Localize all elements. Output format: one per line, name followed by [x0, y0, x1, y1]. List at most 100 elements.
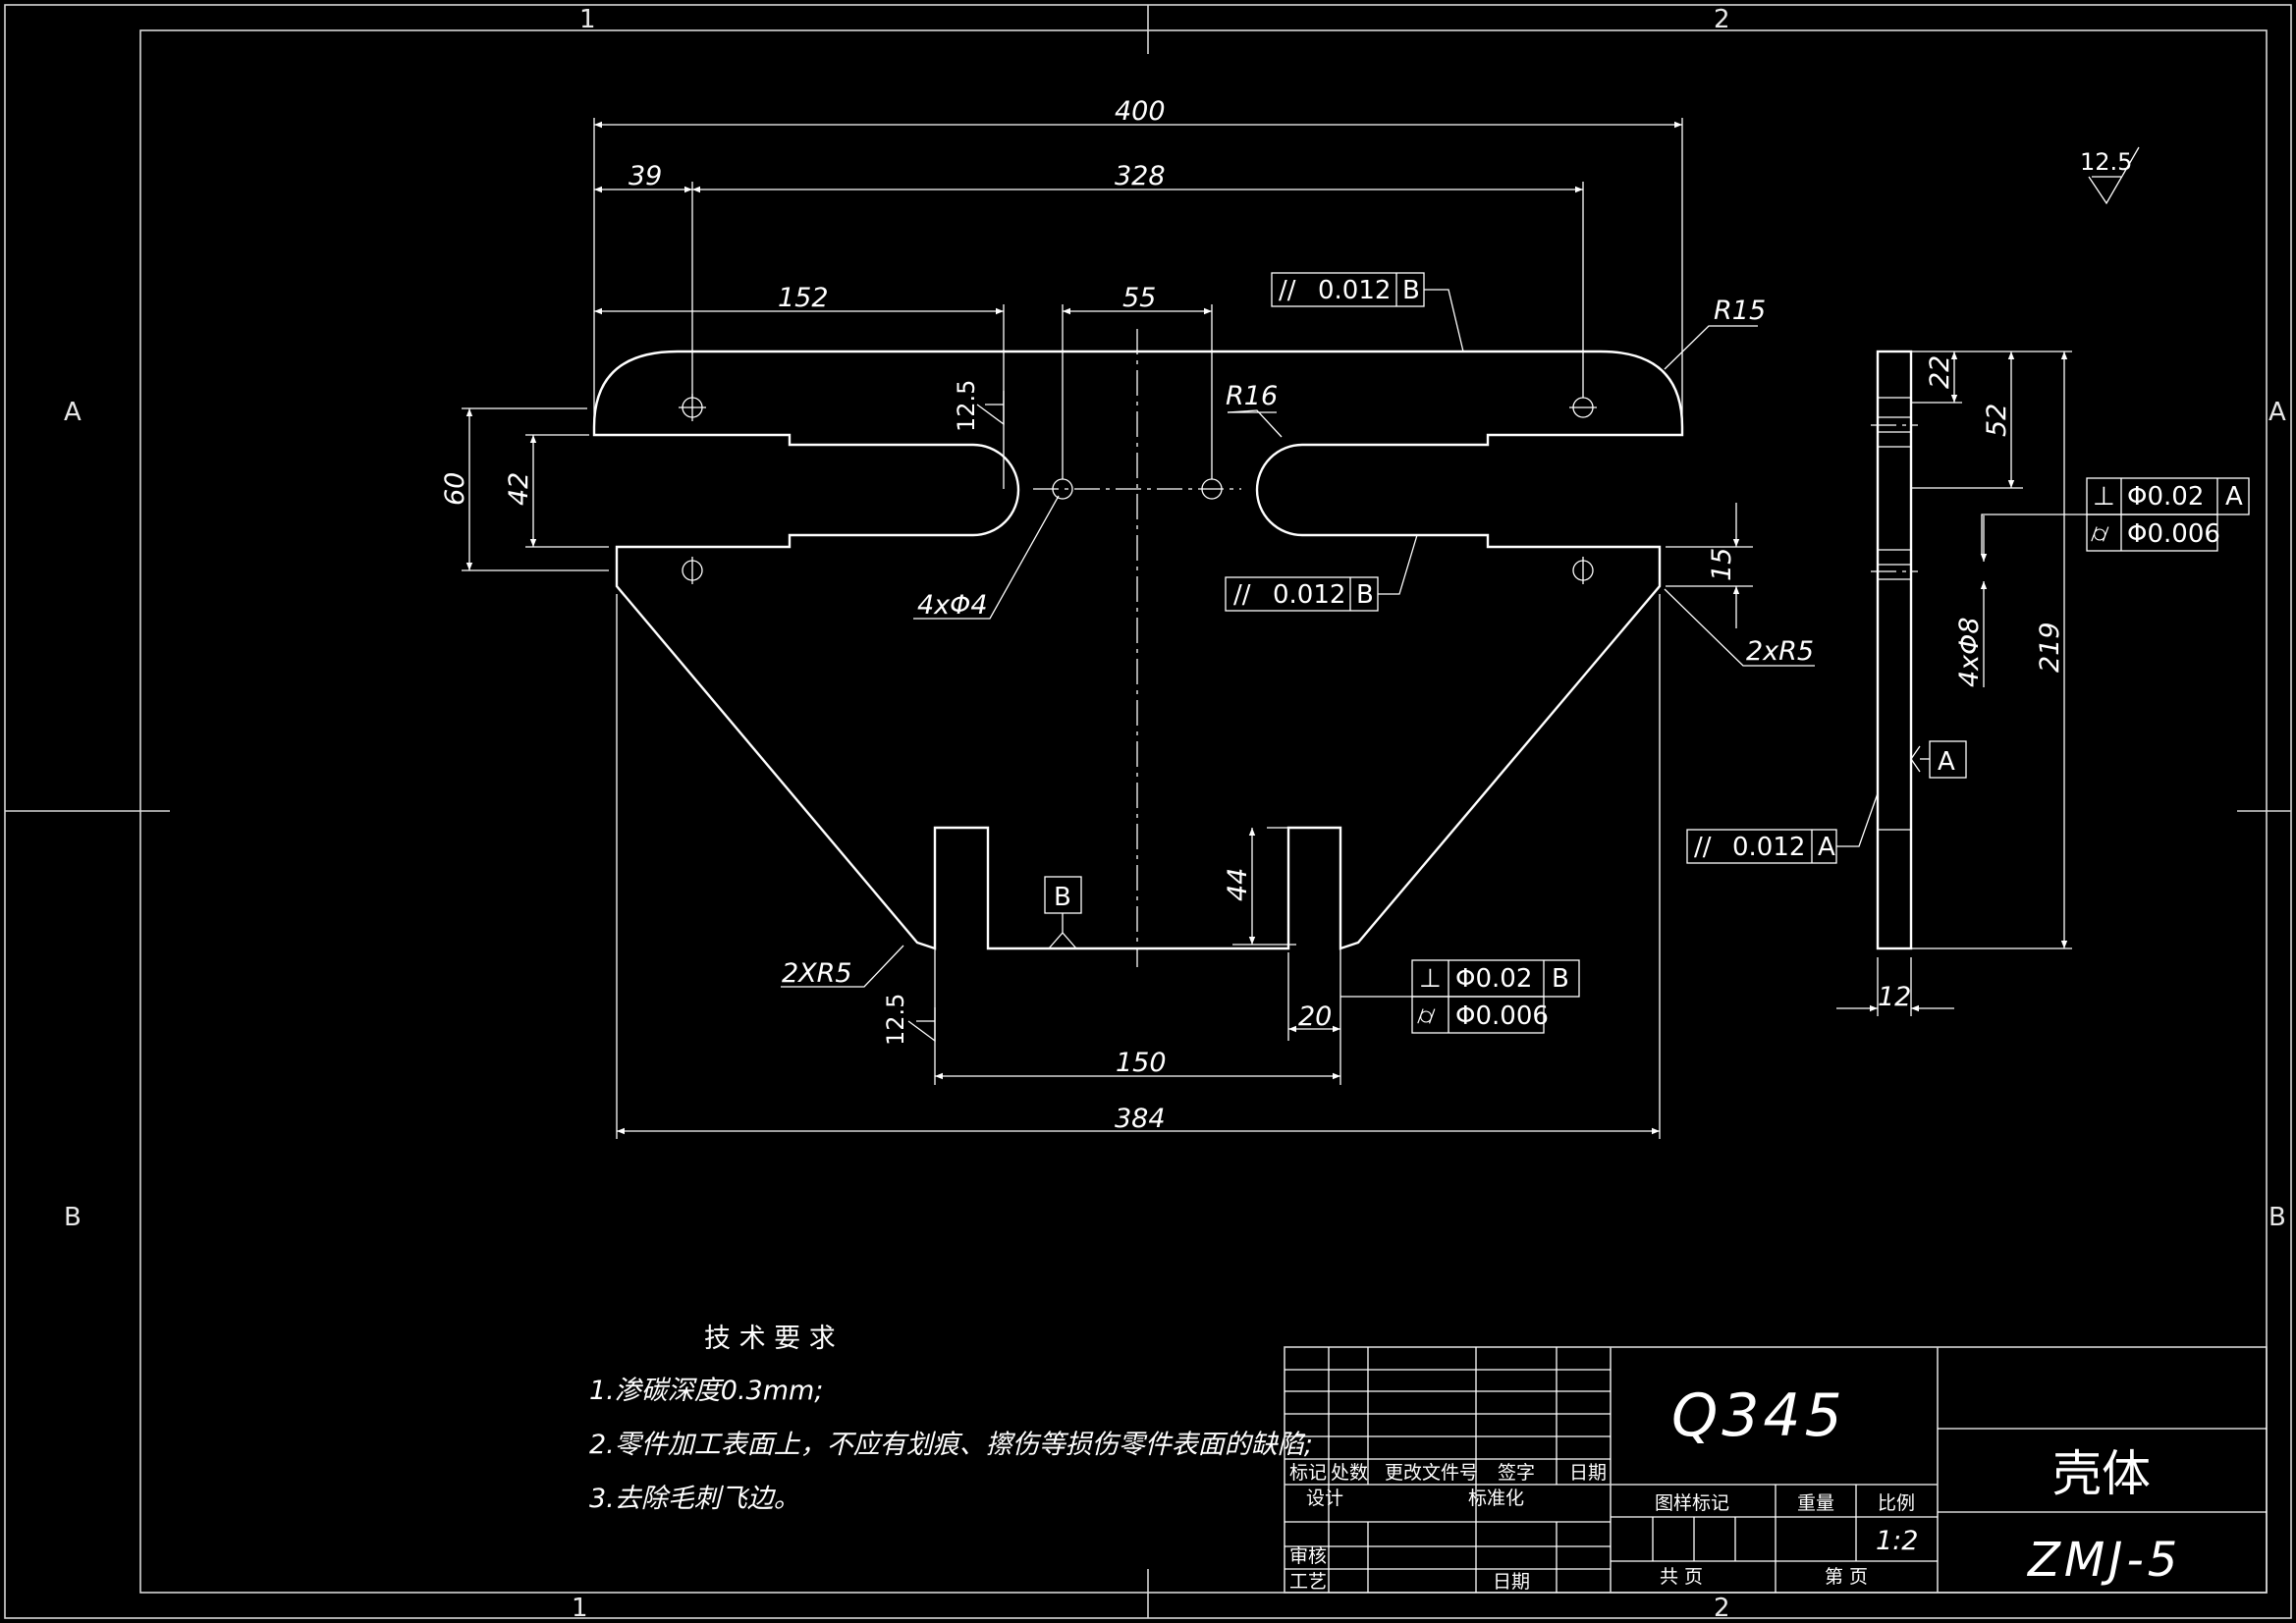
dim-400: 400	[1115, 96, 1166, 127]
callout-4x-d4: 4xΦ4	[917, 590, 988, 621]
callout-2xr5-left: 2XR5	[782, 958, 852, 989]
dim-328: 328	[1115, 161, 1166, 191]
side-outline	[1876, 350, 1913, 950]
tb-label: 标准化	[1468, 1488, 1524, 1509]
dim-42: 42	[504, 472, 534, 506]
tb-label: 比例	[1878, 1492, 1915, 1514]
dim-55: 55	[1122, 283, 1156, 313]
gdt-symbol: ⌭	[2091, 519, 2109, 549]
side-view: 22 52 219 4xΦ8 12 ⊥ Φ0.02 A ⌭ Φ0.006 A	[1686, 350, 2250, 1016]
dim-60: 60	[440, 472, 470, 506]
zone-label: A	[2269, 398, 2286, 427]
roughness-mark: 12.5	[882, 994, 936, 1046]
part-outline	[592, 350, 1684, 950]
tb-label: 标记	[1289, 1462, 1327, 1484]
tb-label: 第 页	[1825, 1566, 1868, 1588]
dim-384: 384	[1115, 1104, 1166, 1134]
tech-title: 技 术 要 求	[704, 1324, 836, 1354]
tech-item: 1.渗碳深度0.3mm;	[589, 1376, 823, 1406]
tb-label: 更改文件号	[1385, 1462, 1478, 1484]
front-view: 400 39 328 152 55 60 42 15 44 20 150 384…	[440, 96, 1815, 1139]
dim-152: 152	[778, 283, 829, 313]
gdt-datum: B	[1402, 276, 1420, 305]
dim-4x-d8: 4xΦ8	[1954, 617, 1985, 687]
gdt-datum: B	[1552, 964, 1569, 994]
tb-label: 审核	[1289, 1545, 1327, 1567]
tb-label: 工艺	[1289, 1571, 1327, 1593]
datum-b: B	[1044, 876, 1082, 949]
dim-12: 12	[1878, 982, 1911, 1012]
callout-2xr5: 2xR5	[1746, 636, 1814, 667]
dim-150: 150	[1116, 1048, 1167, 1078]
drawing-frame: 1 2 1 2 A B A B	[4, 4, 2292, 1623]
tech-requirements: 技 术 要 求 1.渗碳深度0.3mm; 2.零件加工表面上，不应有划痕、擦伤等…	[589, 1324, 1313, 1514]
gdt-value: 0.012	[1273, 580, 1345, 610]
roughness-mark: 12.5	[953, 380, 1005, 432]
tb-label: 签字	[1498, 1462, 1535, 1484]
tech-item: 3.去除毛刺飞边。	[589, 1484, 800, 1514]
datum-letter: B	[1054, 883, 1071, 912]
zone-label: 2	[1714, 5, 1730, 34]
roughness-value: 12.5	[2080, 148, 2132, 176]
gdt-leg: ⊥ Φ0.02 B ⌭ Φ0.006	[1340, 959, 1580, 1034]
tb-label: 日期	[1569, 1462, 1607, 1484]
scale-value: 1:2	[1876, 1526, 1918, 1556]
leader-2xr5	[1664, 588, 1815, 667]
gdt-symbol: ⊥	[2093, 482, 2115, 512]
general-roughness: 12.5	[2080, 146, 2140, 205]
gdt-datum: A	[2225, 482, 2243, 512]
callout-r15: R15	[1714, 296, 1766, 326]
gdt-value: 0.012	[1318, 276, 1391, 305]
tb-label: 共 页	[1660, 1566, 1703, 1588]
zone-label: 1	[572, 1594, 588, 1623]
gdt-value: Φ0.02	[1455, 964, 1532, 994]
gdt-datum: A	[1818, 833, 1835, 862]
gdt-value: Φ0.006	[2127, 519, 2220, 549]
gdt-symbol: //	[1233, 580, 1251, 610]
leader-r16	[1227, 409, 1283, 438]
gdt-value: Φ0.02	[2127, 482, 2204, 512]
gdt-value: 0.012	[1732, 833, 1805, 862]
tb-label: 重量	[1797, 1492, 1834, 1514]
tb-label: 日期	[1493, 1571, 1530, 1593]
roughness-value: 12.5	[882, 994, 909, 1046]
gdt-symbol: //	[1694, 833, 1712, 862]
dim-15: 15	[1707, 548, 1737, 581]
dim-44: 44	[1223, 868, 1253, 901]
dim-22: 22	[1925, 355, 1955, 389]
dim-52: 52	[1982, 404, 2012, 437]
dim-219: 219	[2035, 622, 2065, 673]
outer-border	[4, 4, 2292, 1619]
zone-label: 1	[579, 5, 596, 34]
gdt-mid-parallel: // 0.012 B	[1225, 534, 1418, 612]
title-block: 标记 处数 更改文件号 签字 日期 设计 标准化 审核 工艺 日期 Q345 图…	[1284, 1346, 2268, 1594]
part-name: 壳体	[2052, 1445, 2151, 1502]
gdt-side-parallel: // 0.012 A	[1686, 792, 1879, 864]
datum-a: A	[1910, 740, 1967, 779]
tech-item: 2.零件加工表面上，不应有划痕、擦伤等损伤零件表面的缺陷;	[589, 1430, 1313, 1460]
tb-label: 设计	[1306, 1488, 1343, 1509]
gdt-side-perp: ⊥ Φ0.02 A ⌭ Φ0.006	[1981, 477, 2250, 555]
zone-label: B	[2269, 1203, 2286, 1232]
gdt-symbol: //	[1279, 276, 1296, 305]
gdt-datum: B	[1356, 580, 1374, 610]
gdt-top-parallel: // 0.012 B	[1271, 272, 1464, 352]
leader-r15	[1664, 325, 1758, 370]
leader-holes	[913, 495, 1060, 620]
tb-label: 处数	[1331, 1462, 1368, 1484]
material: Q345	[1671, 1381, 1846, 1450]
roughness-value: 12.5	[953, 380, 980, 432]
datum-letter: A	[1938, 747, 1955, 777]
zone-label: 2	[1714, 1594, 1730, 1623]
gdt-symbol: ⊥	[1419, 964, 1442, 994]
inner-border	[139, 29, 2268, 1594]
gdt-value: Φ0.006	[1455, 1001, 1549, 1031]
zone-label: B	[64, 1203, 82, 1232]
leader-2xr5-left	[781, 945, 904, 988]
dim-20: 20	[1298, 1001, 1332, 1032]
drawing-number: ZMJ-5	[2026, 1533, 2181, 1588]
gdt-symbol: ⌭	[1417, 1001, 1436, 1031]
tb-label: 图样标记	[1655, 1492, 1729, 1514]
zone-label: A	[64, 398, 82, 427]
